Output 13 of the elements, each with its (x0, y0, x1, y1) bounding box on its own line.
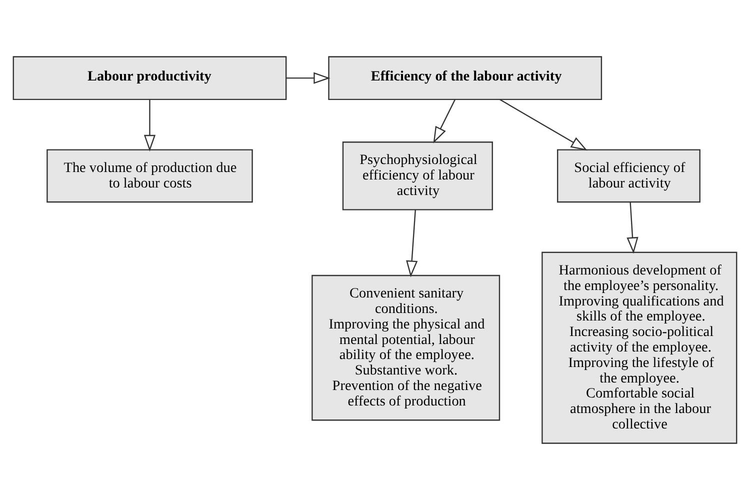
arrow (500, 99, 588, 151)
arrow (406, 210, 418, 278)
arrow (433, 99, 456, 144)
node-box: The volume of production due to labour costs (46, 149, 253, 203)
node-box: Labour productivity (12, 56, 287, 100)
node-box: Social efficiency of labour activity (557, 149, 700, 203)
arrow (626, 202, 638, 254)
node-box: Convenient sanitary conditions. Improving the physical and mental potential, labour ability of the employee. Substantive work. Prevention of the negative effects of production (312, 274, 500, 421)
node-box: Psychophysiological efficiency of labour activity (342, 142, 493, 210)
arrow (144, 100, 156, 152)
arrow (286, 72, 330, 84)
node-box: Harmonious development of the employee’s personality. Improving qualifications and skills of the employee. Increasing socio-political activity of the employee. Improving the lifestyle of the employee. Comfortable social atmosphere in the labour collective (542, 252, 738, 444)
node-box: Efficiency of the labour activity (328, 56, 602, 100)
